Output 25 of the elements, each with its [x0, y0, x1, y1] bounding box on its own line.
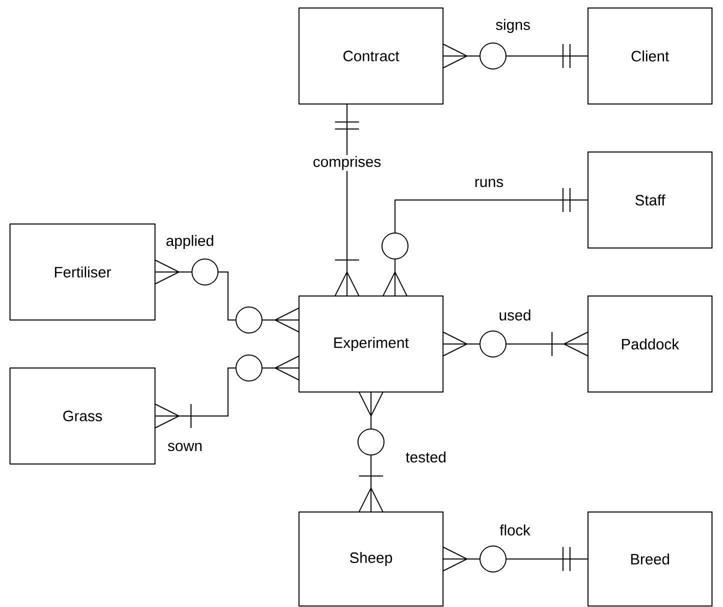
relationship-line — [358, 392, 384, 512]
relationship-line — [382, 188, 588, 296]
relationship-line — [334, 104, 360, 296]
entity-box: Client — [588, 8, 712, 104]
entity-box: Contract — [298, 8, 444, 104]
entity-box: Breed — [588, 512, 712, 606]
edge-label: sown — [166, 442, 204, 452]
edge-label: runs — [473, 178, 505, 188]
entity-box: Grass — [10, 368, 156, 464]
relationship-line — [154, 354, 300, 428]
edge-label: comprises — [312, 155, 382, 171]
entity-box: Sheep — [298, 512, 444, 606]
edge-label: signs — [494, 18, 532, 34]
edge-label: tested — [404, 450, 448, 464]
entity-box: Experiment — [298, 296, 444, 392]
relationship-line — [442, 42, 588, 70]
edge-label: used — [498, 308, 532, 322]
edge-label: applied — [164, 234, 216, 250]
edge-label: flock — [498, 523, 532, 536]
relationship-line — [442, 546, 588, 572]
relationship-line — [442, 330, 588, 358]
entity-box: Fertiliser — [10, 224, 156, 320]
entity-box: Staff — [588, 152, 712, 248]
entity-box: Paddock — [588, 296, 712, 392]
relationship-line — [154, 258, 300, 334]
